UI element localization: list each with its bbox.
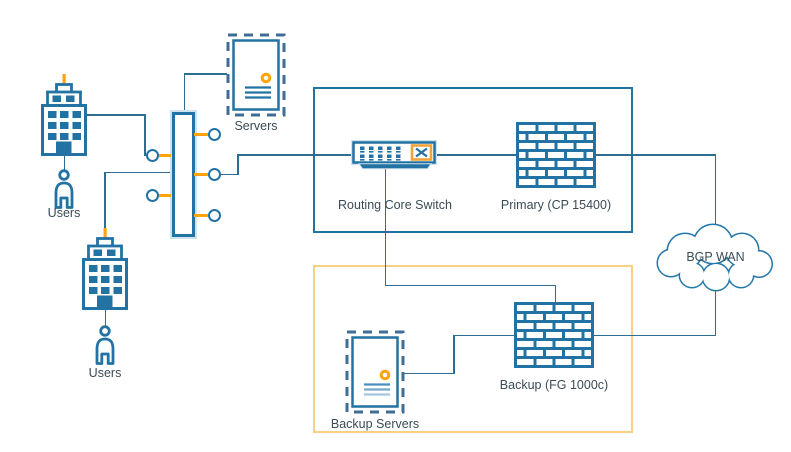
port-stub-circle[interactable] (145, 188, 159, 202)
primary-firewall-label: Primary (CP 15400) (500, 198, 612, 212)
building-icon[interactable] (82, 228, 128, 310)
connector-segment (384, 284, 556, 286)
firewall-icon[interactable] (516, 122, 596, 188)
connector-segment (104, 171, 172, 173)
primary-zone[interactable] (313, 87, 633, 233)
led-icon (260, 72, 272, 84)
connector-segment (404, 372, 454, 374)
server-icon[interactable] (345, 330, 405, 414)
person-icon[interactable] (92, 325, 118, 365)
crossover-icon (410, 144, 433, 161)
connector-segment (593, 334, 716, 336)
connector-segment (104, 309, 106, 328)
building-icon[interactable] (41, 74, 87, 156)
bus-bar[interactable] (171, 111, 195, 237)
port-stub-line (157, 153, 171, 157)
cloud-icon[interactable]: BGP WAN (651, 219, 780, 293)
connector-segment (183, 73, 227, 75)
person-icon[interactable] (51, 169, 77, 209)
connector-segment (104, 171, 106, 230)
connector-segment (453, 334, 516, 336)
connector-segment (220, 173, 238, 175)
bgp-wan-label: BGP WAN (686, 250, 745, 264)
port-stub-line (194, 213, 208, 217)
port-stub-circle[interactable] (207, 208, 221, 222)
port-stub-circle[interactable] (207, 127, 221, 141)
port-stub-circle[interactable] (207, 167, 221, 181)
backup-firewall-label: Backup (FG 1000c) (499, 378, 609, 392)
connector-segment (144, 114, 146, 156)
led-icon (379, 369, 391, 381)
antenna-icon (103, 228, 107, 239)
connector-segment (237, 154, 354, 156)
switch-icon[interactable] (351, 140, 439, 170)
connector-segment (554, 284, 556, 304)
firewall-icon[interactable] (514, 302, 594, 368)
connector-segment (384, 168, 386, 286)
connector-segment (436, 154, 517, 156)
connector-segment (453, 334, 455, 374)
connector-segment (183, 73, 185, 113)
users-top-label: Users (47, 206, 81, 220)
backup-zone[interactable] (313, 265, 633, 433)
connector-segment (237, 154, 239, 175)
connector-segment (595, 154, 716, 156)
connector-segment (714, 154, 716, 230)
connector-segment (87, 114, 145, 116)
routing-core-switch-label: Routing Core Switch (338, 198, 452, 212)
servers-label: Servers (234, 119, 278, 133)
antenna-icon (62, 74, 66, 85)
connector-segment (714, 282, 716, 335)
port-stub-line (194, 132, 208, 136)
backup-servers-label: Backup Servers (330, 417, 420, 431)
server-icon[interactable] (226, 33, 286, 117)
users-bottom-label: Users (88, 366, 122, 380)
port-stub-circle[interactable] (145, 148, 159, 162)
port-stub-line (194, 172, 208, 176)
connector-segment (63, 154, 65, 171)
port-stub-line (157, 193, 171, 197)
